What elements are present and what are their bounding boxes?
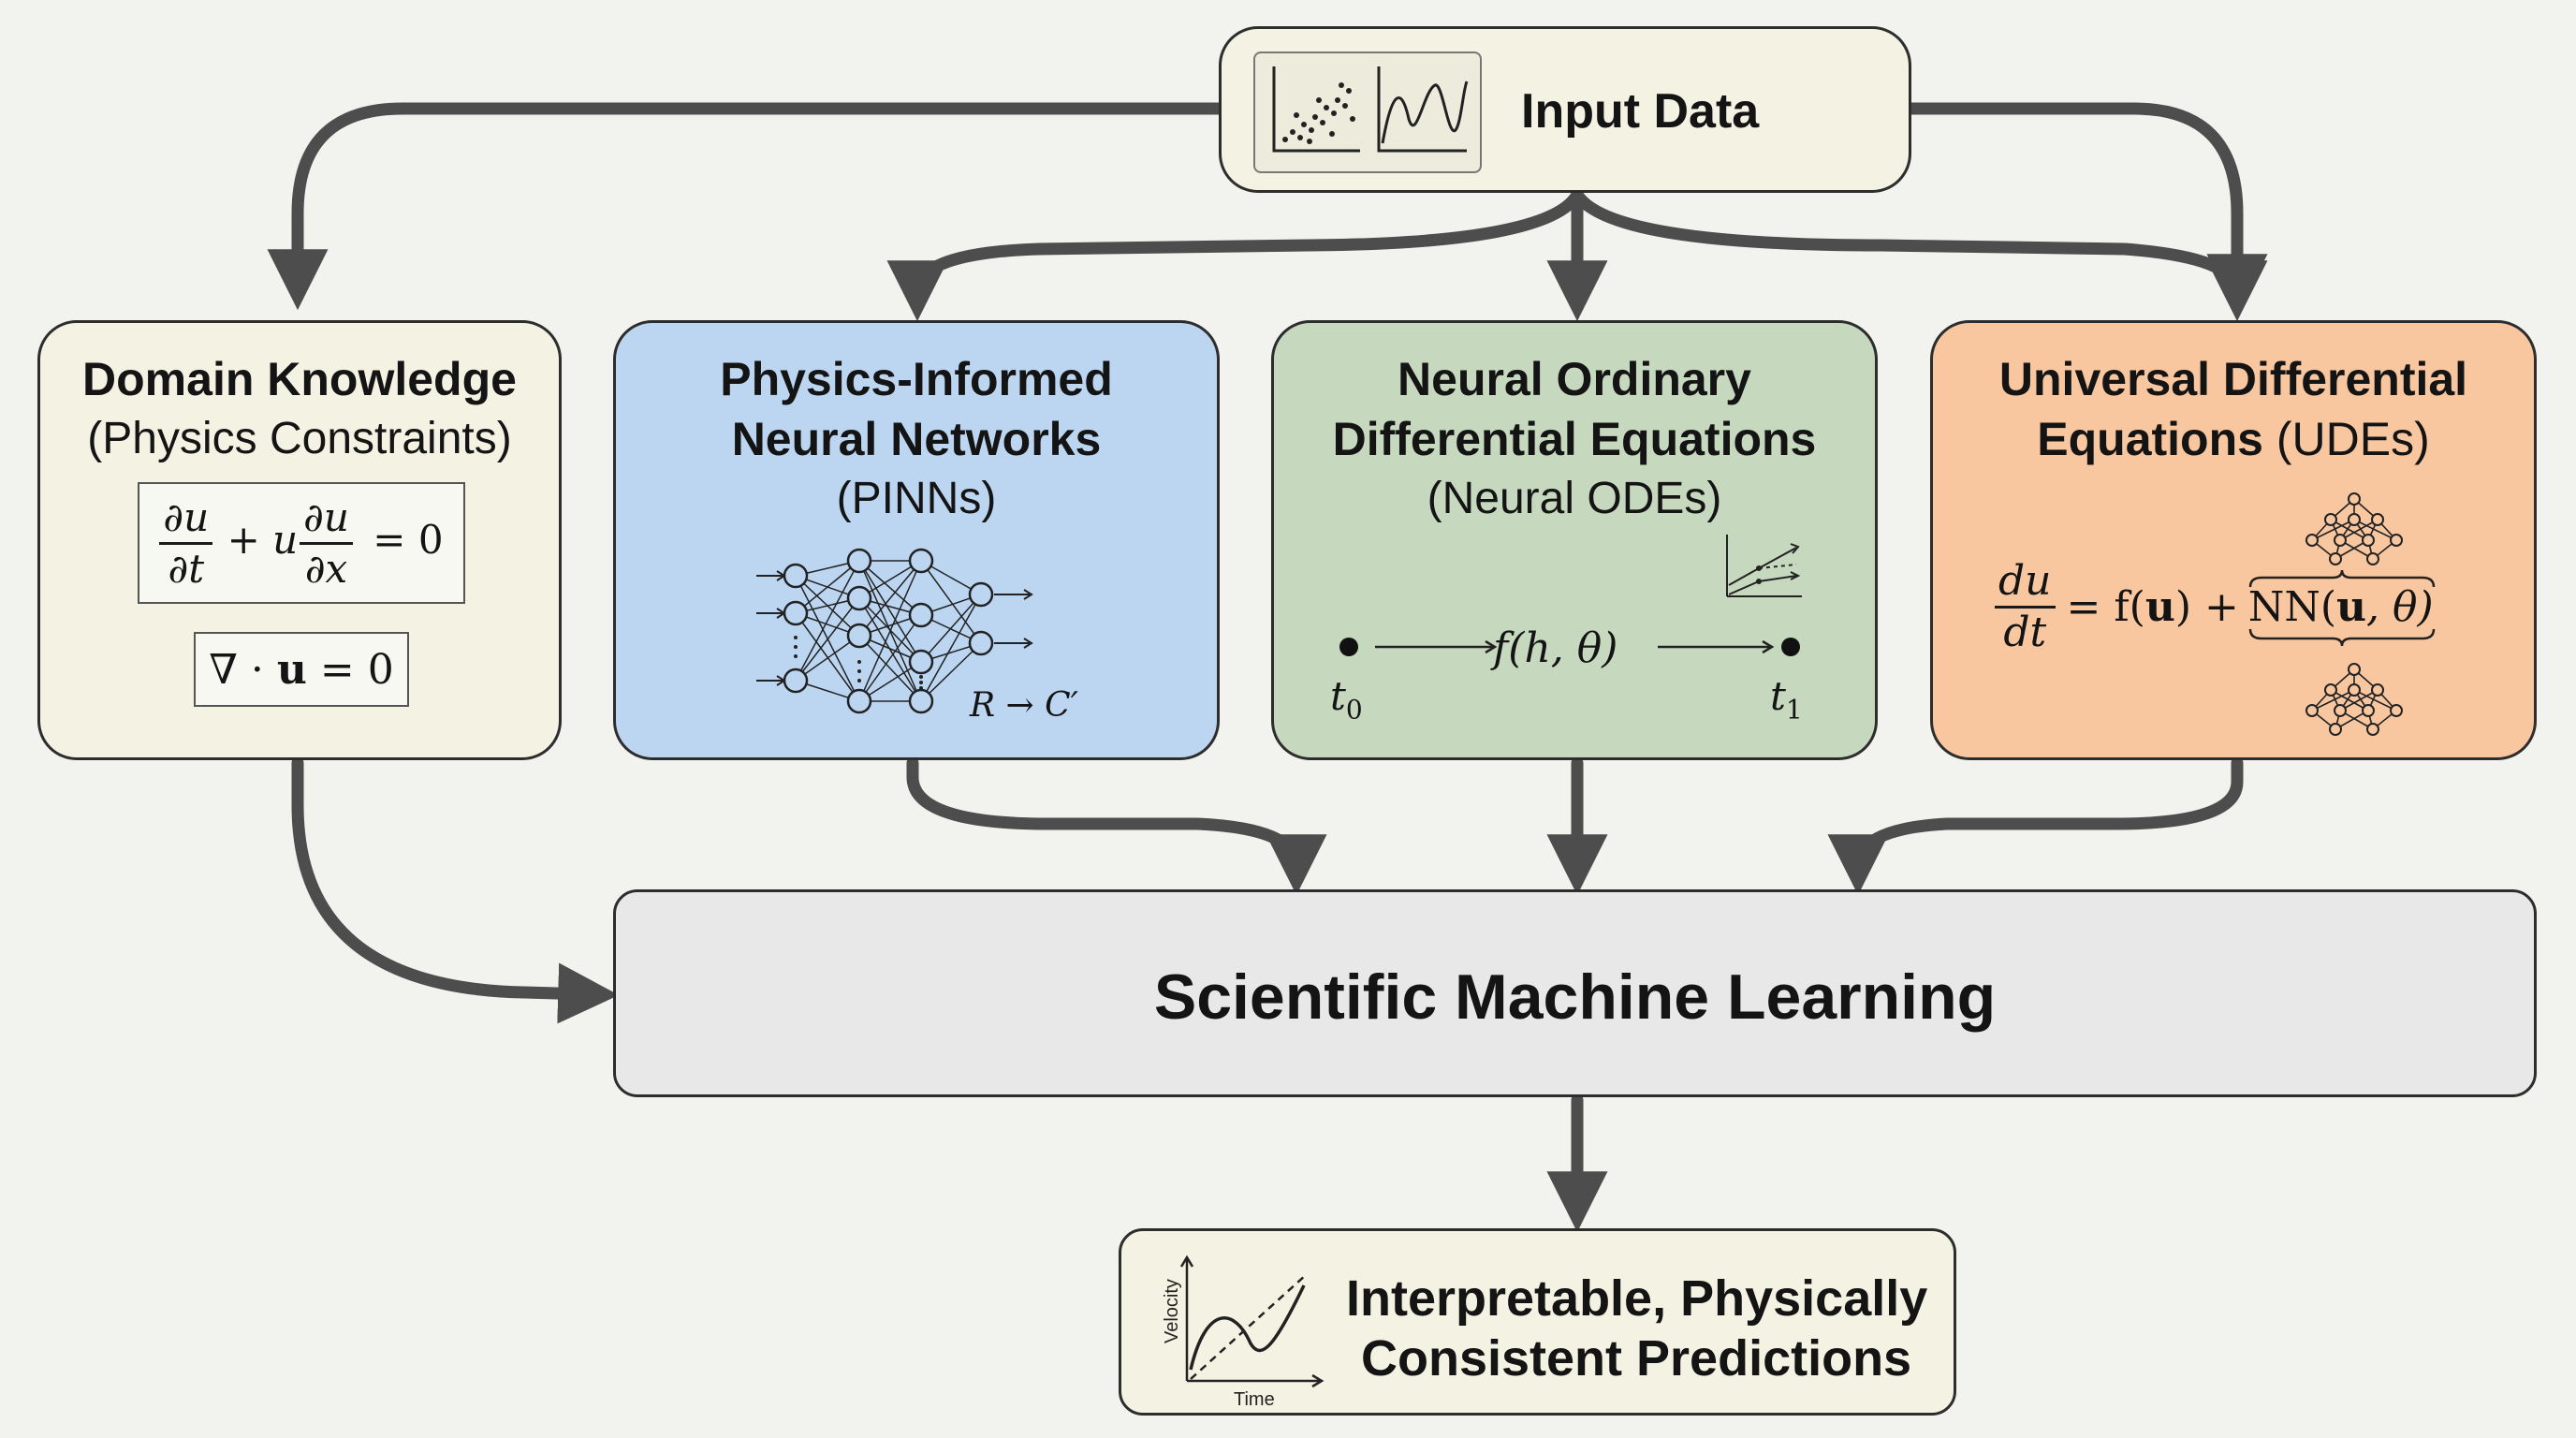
arrow-ude-to-sciml [1827,756,2244,896]
scatter-plot-icon [1272,66,1360,153]
neural-odes-subtitle: (Neural ODEs) [1427,474,1722,523]
time-axis-label: Time [1234,1389,1275,1409]
neural-network-icon [756,548,1033,714]
arrow-input-to-ude-inner [1571,188,2268,322]
udes-title-line2: Equations (UDEs) [2037,413,2430,465]
domain-knowledge-box: Domain Knowledge (Physics Constraints) ∂… [37,320,562,760]
pinns-subtitle: (PINNs) [836,474,997,523]
trajectory-plot-icon [1726,535,1802,597]
domain-knowledge-subtitle: (Physics Constraints) [87,414,512,463]
sciml-label: Scientific Machine Learning [1153,961,1997,1033]
advection-equation: ∂u∂t + u∂u∂x = 0 [138,482,465,604]
t0-label: t0 [1330,673,1363,726]
output-box: Velocity Time Interpretable, Physically … [1119,1228,1956,1416]
divergence-equation: ∇ · u = 0 [194,632,409,707]
sciml-box: Scientific Machine Learning [613,889,2537,1097]
neural-odes-box: Neural Ordinary Differential Equations (… [1271,320,1878,760]
input-data-label: Input Data [1521,84,1760,139]
velocity-axis-label: Velocity [1162,1279,1182,1343]
pinns-title-line2: Neural Networks [731,413,1102,465]
arrow-domain-to-sciml [291,756,620,1024]
udes-title-line1: Universal Differential [1998,353,2468,405]
small-network-icon-top [2305,492,2403,565]
pinns-title-line1: Physics-Informed [720,353,1113,405]
input-icons-frame [1253,51,1482,173]
udes-box: Universal Differential Equations (UDEs) … [1930,320,2537,760]
line-plot-icon [1377,66,1469,153]
arrow-input-to-pinns [886,188,1584,322]
arrow-input-to-domain [267,102,1225,311]
ode-flow-diagram [1339,638,1800,656]
arrow-pinns-to-sciml [906,756,1327,896]
overbrace [2248,570,2436,588]
ode-function: f(h, θ) [1493,624,1618,672]
neural-odes-title-line1: Neural Ordinary [1398,353,1751,405]
pinns-box: Physics-Informed Neural Networks (PINNs) [613,320,1220,760]
input-data-box: Input Data [1219,26,1911,193]
arrow-input-to-ude [1905,102,2268,315]
domain-knowledge-title: Domain Knowledge [82,353,517,405]
velocity-time-plot-icon: Velocity Time [1162,1255,1325,1409]
small-network-icon-bottom [2305,663,2403,736]
output-line1: Interpretable, Physically [1346,1270,1928,1327]
neural-odes-title-line2: Differential Equations [1332,413,1817,465]
output-line2: Consistent Predictions [1361,1330,1912,1387]
underbrace [2248,628,2436,646]
pinns-mapping: R → C′ [970,686,1078,725]
t1-label: t1 [1770,673,1803,726]
